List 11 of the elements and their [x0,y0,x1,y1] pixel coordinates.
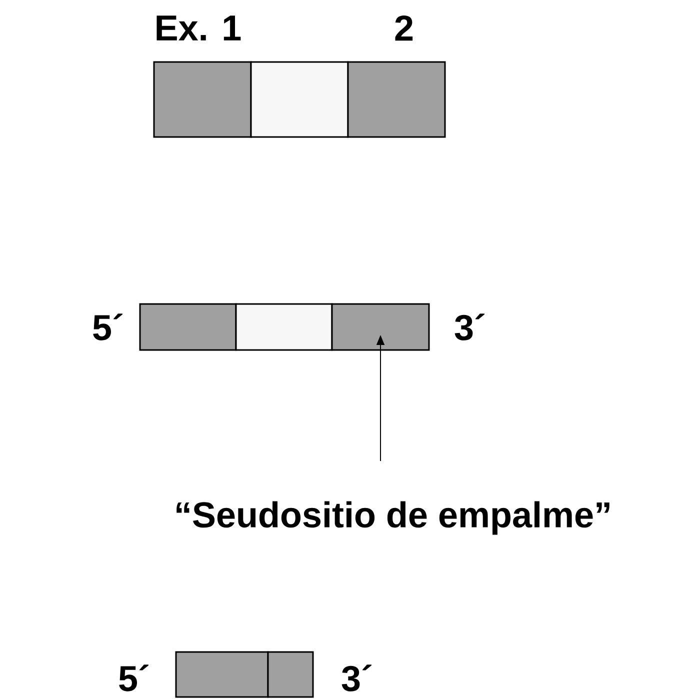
label: Ex. 1 [156,16,241,40]
label: 3´ [342,664,372,692]
segment-box [153,61,252,138]
segment-box [250,61,349,138]
callout-text: “Seudositio de empalme” [176,501,610,535]
segment-box [139,303,237,351]
segment-box [347,61,446,138]
segment-box [331,303,430,351]
segment-box [235,303,333,351]
label: 2 [395,15,413,41]
segment-box [267,651,314,698]
